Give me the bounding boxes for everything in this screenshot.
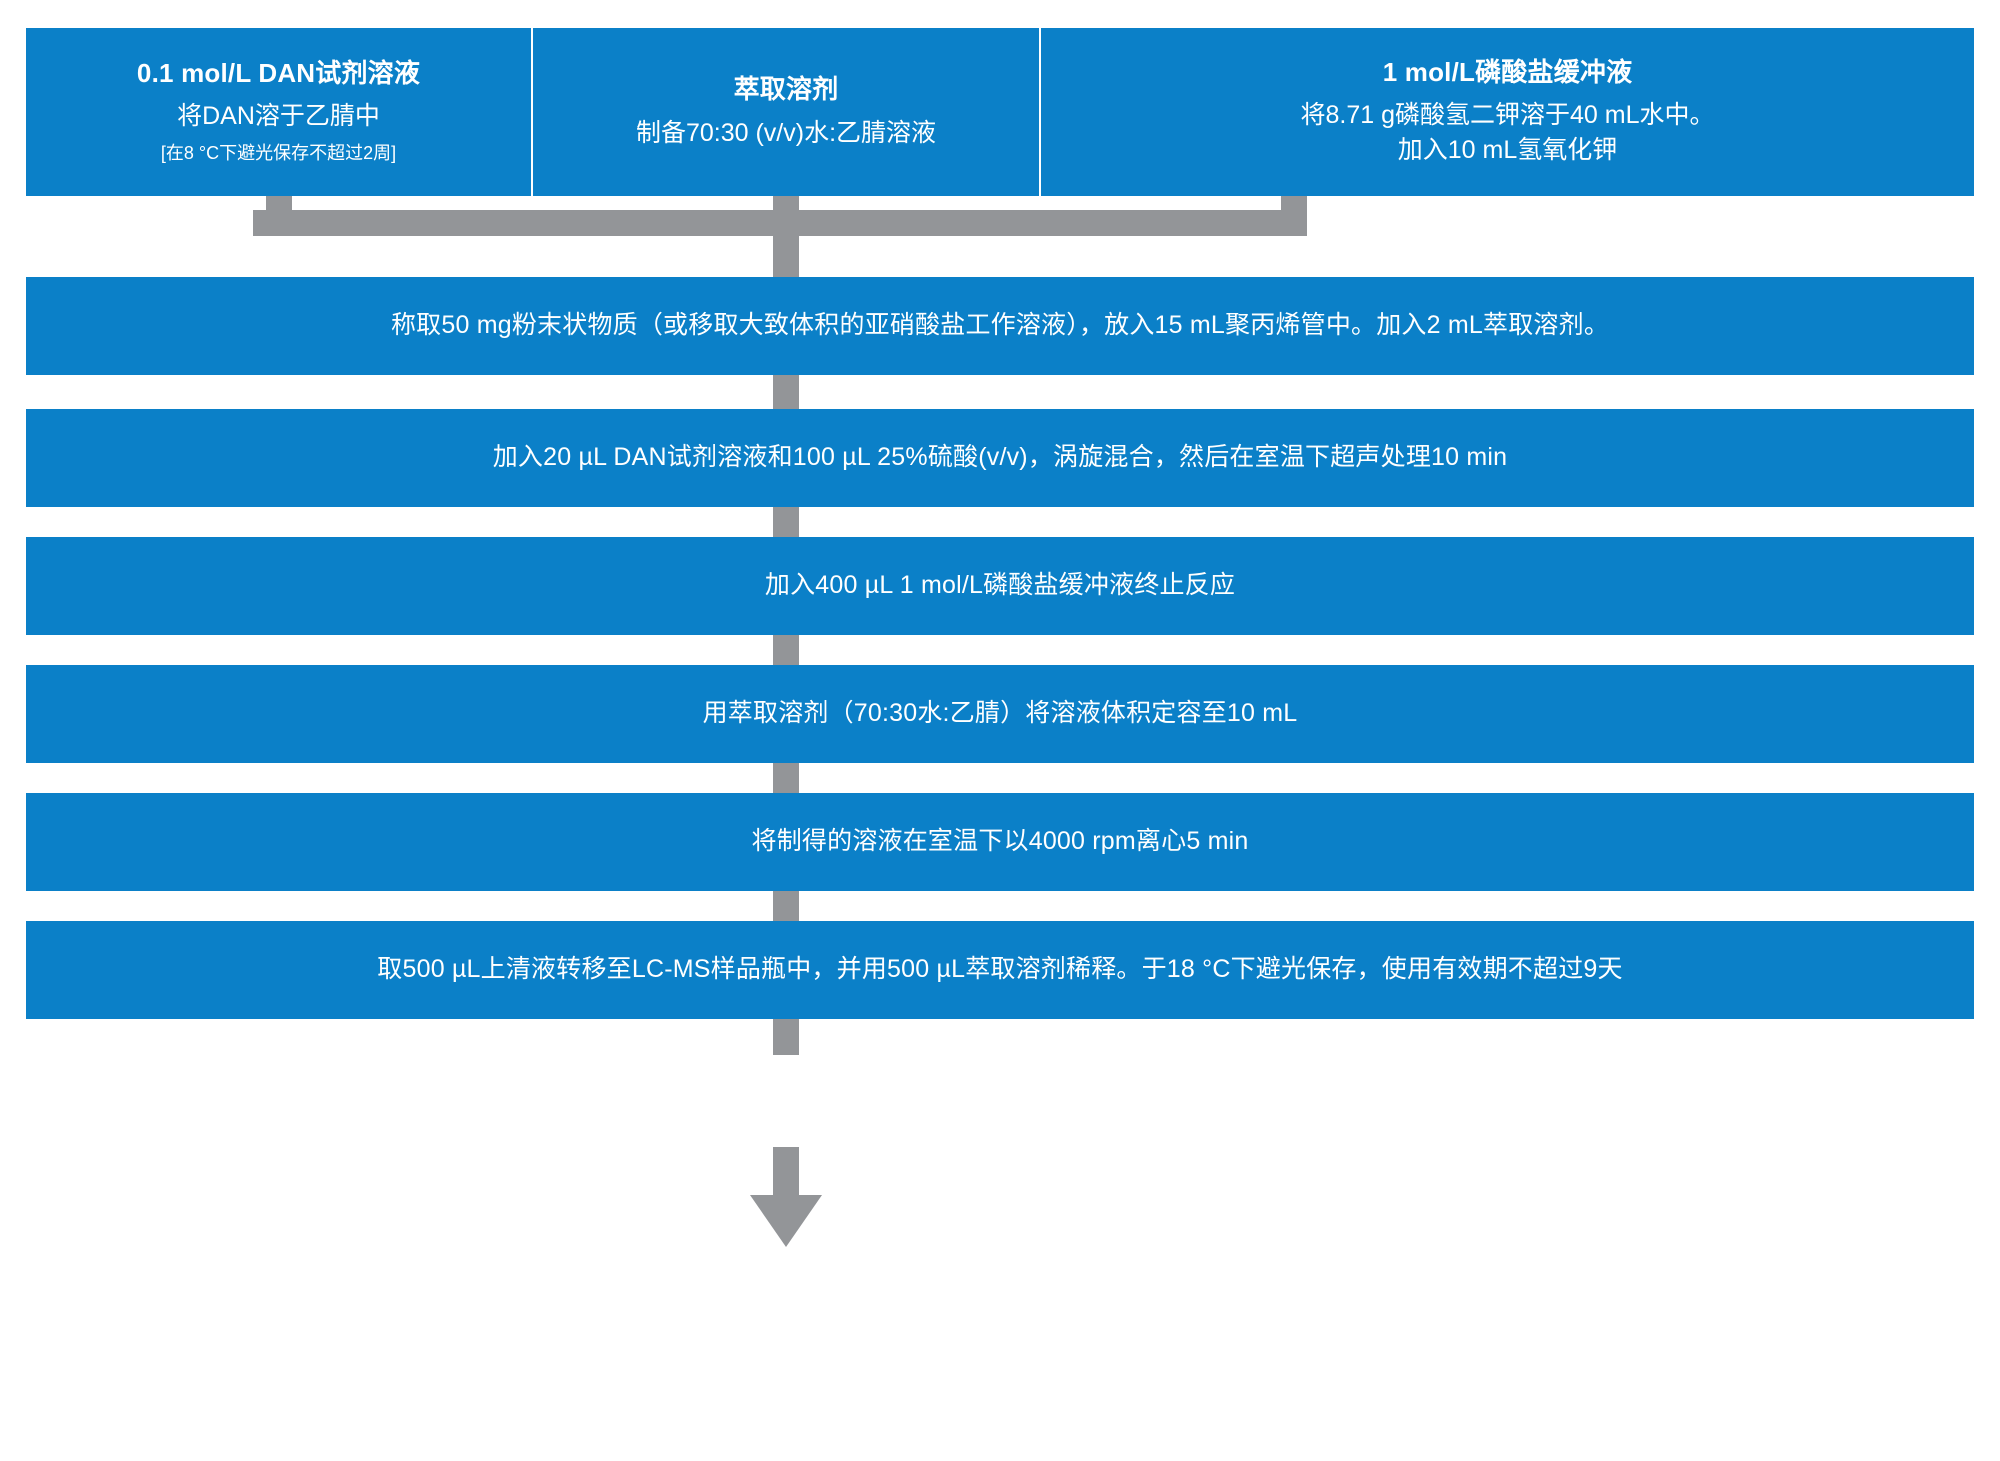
prep-box-title: 0.1 mol/L DAN试剂溶液 — [136, 57, 421, 88]
prep-box-extraction-solvent[interactable]: 萃取溶剂 制备70:30 (v/v)水:乙腈溶液 — [533, 28, 1039, 196]
step-box-centrifuge[interactable]: 将制得的溶液在室温下以4000 rpm离心5 min — [26, 793, 1974, 891]
step-text: 将制得的溶液在室温下以4000 rpm离心5 min — [751, 827, 1249, 856]
arrow-down-icon — [750, 1195, 822, 1247]
spine-step1-to-step2 — [773, 370, 799, 415]
step-box-transfer-supernatant[interactable]: 取500 µL上清液转移至LC-MS样品瓶中，并用500 µL萃取溶剂稀释。于1… — [26, 921, 1974, 1019]
prep-box-line: 将DAN溶于乙腈中 — [177, 102, 380, 131]
step-box-weigh-sample[interactable]: 称取50 mg粉末状物质（或移取大致体积的亚硝酸盐工作溶液），放入15 mL聚丙… — [26, 277, 1974, 375]
spine-final — [773, 1147, 799, 1197]
prep-box-line-1: 将8.71 g磷酸氢二钾溶于40 mL水中。 — [1300, 101, 1715, 130]
prep-box-title: 1 mol/L磷酸盐缓冲液 — [1382, 56, 1633, 87]
prep-box-phosphate-buffer[interactable]: 1 mol/L磷酸盐缓冲液 将8.71 g磷酸氢二钾溶于40 mL水中。 加入1… — [1041, 28, 1974, 196]
prep-box-note: [在8 °C下避光保存不超过2周] — [160, 143, 397, 164]
step-box-dilute-to-volume[interactable]: 用萃取溶剂（70:30水:乙腈）将溶液体积定容至10 mL — [26, 665, 1974, 763]
step-box-quench-with-buffer[interactable]: 加入400 µL 1 mol/L磷酸盐缓冲液终止反应 — [26, 537, 1974, 635]
prep-box-title: 萃取溶剂 — [733, 74, 839, 105]
prep-box-line-2: 加入10 mL氢氧化钾 — [1397, 136, 1618, 165]
spine-prep-to-step1 — [773, 210, 799, 282]
step-text: 用萃取溶剂（70:30水:乙腈）将溶液体积定容至10 mL — [702, 699, 1298, 728]
step-text: 加入400 µL 1 mol/L磷酸盐缓冲液终止反应 — [764, 571, 1236, 600]
step-box-add-dan-and-acid[interactable]: 加入20 µL DAN试剂溶液和100 µL 25%硫酸(v/v)，涡旋混合，然… — [26, 409, 1974, 507]
step-text: 加入20 µL DAN试剂溶液和100 µL 25%硫酸(v/v)，涡旋混合，然… — [492, 443, 1508, 472]
prep-box-dan-reagent-solution[interactable]: 0.1 mol/L DAN试剂溶液 将DAN溶于乙腈中 [在8 °C下避光保存不… — [26, 28, 531, 196]
step-text: 取500 µL上清液转移至LC-MS样品瓶中，并用500 µL萃取溶剂稀释。于1… — [377, 955, 1623, 984]
step-text: 称取50 mg粉末状物质（或移取大致体积的亚硝酸盐工作溶液），放入15 mL聚丙… — [390, 311, 1610, 340]
prep-box-line: 制备70:30 (v/v)水:乙腈溶液 — [635, 118, 937, 147]
